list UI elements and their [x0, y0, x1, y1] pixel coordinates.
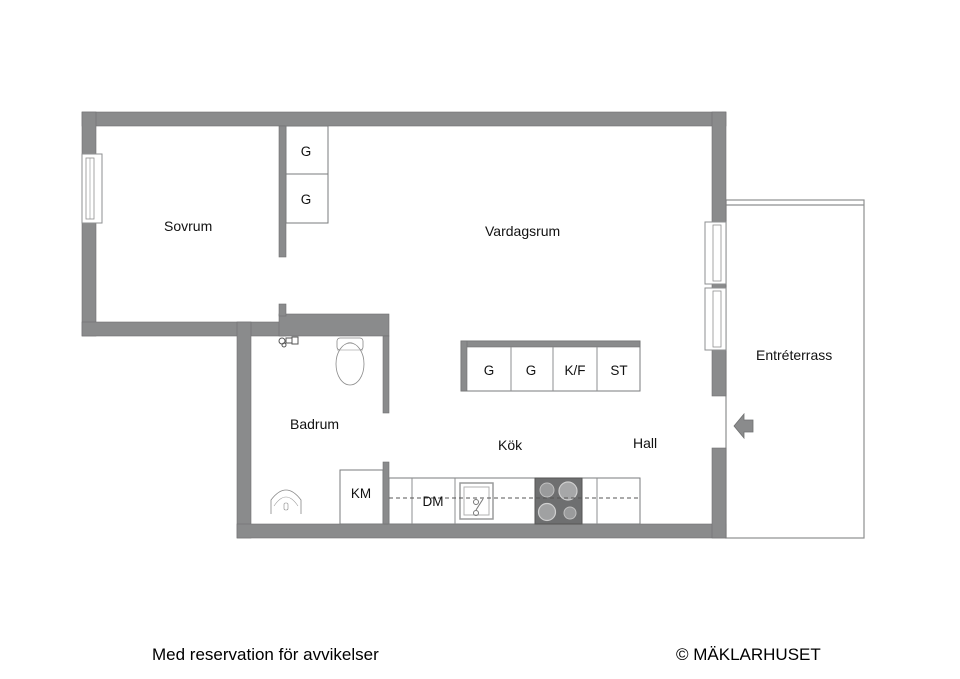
- terrace: [725, 199, 865, 539]
- entrance-arrow-icon: [733, 412, 754, 440]
- sink-icon: [459, 482, 494, 520]
- disclaimer-text: Med reservation för avvikelser: [152, 645, 379, 664]
- room-label-sovrum: Sovrum: [164, 218, 212, 234]
- room-label-kok: Kök: [498, 437, 523, 453]
- washbasin-icon: [270, 489, 302, 514]
- kitchen-island: G G K/F ST: [460, 340, 641, 392]
- room-label-badrum: Badrum: [290, 416, 339, 432]
- dishwasher-label: DM: [423, 494, 444, 509]
- island-unit-2: G: [526, 363, 537, 378]
- room-label-hall: Hall: [633, 435, 657, 451]
- island-unit-3: K/F: [564, 363, 585, 378]
- toilet-icon: [335, 337, 365, 386]
- window-living-2: [704, 287, 727, 351]
- washing-machine: KM: [339, 469, 384, 525]
- window-bedroom: [81, 153, 103, 224]
- wardrobe-label-2: G: [301, 192, 312, 207]
- island-unit-4: ST: [610, 363, 627, 378]
- walls: [81, 111, 727, 539]
- room-label-vardagsrum: Vardagsrum: [485, 223, 560, 239]
- kitchen-counter: DM: [388, 477, 641, 525]
- island-unit-1: G: [484, 363, 495, 378]
- wardrobe-bedroom: G G: [285, 125, 329, 224]
- wardrobe-label-1: G: [301, 144, 312, 159]
- stove-icon: [534, 477, 583, 525]
- copyright-text: © MÄKLARHUSET: [676, 645, 821, 664]
- window-living-1: [704, 221, 727, 285]
- shower-tap-icon: [278, 336, 299, 348]
- room-label-entreterrass: Entréterrass: [756, 347, 832, 363]
- washing-machine-label: KM: [351, 486, 371, 501]
